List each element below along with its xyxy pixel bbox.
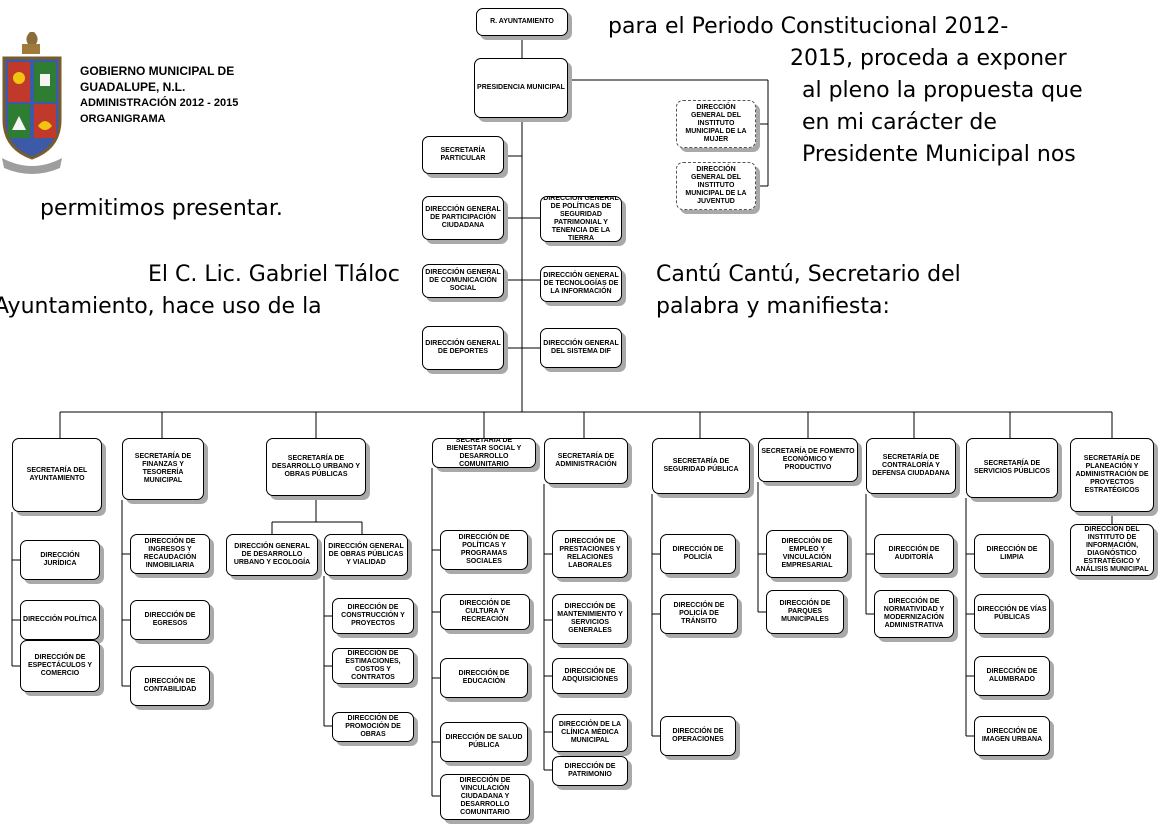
org-box-direccion: DIRECCIÓN POLÍTICA <box>20 600 100 640</box>
org-box-direccion: DIRECCIÓN DE VÍAS PÚBLICAS <box>974 594 1050 634</box>
body-text-line: en mi carácter de <box>802 110 997 135</box>
org-box-secretaria: SECRETARÍA DEL AYUNTAMIENTO <box>12 438 102 512</box>
org-box-secretaria-particular: SECRETARÍA PARTICULAR <box>422 136 504 174</box>
org-box-direccion: DIRECCIÓN DE ESPECTÁCULOS Y COMERCIO <box>20 640 100 692</box>
org-box-politicas-seguridad-patrimonial: DIRECCIÓN GENERAL DE POLÍTICAS DE SEGURI… <box>540 196 622 242</box>
org-box-direccion: DIRECCIÓN DE MANTENIMIENTO Y SERVICIOS G… <box>552 594 628 644</box>
org-box-direccion: DIRECCIÓN DE IMAGEN URBANA <box>974 716 1050 756</box>
org-box-direccion: DIRECCIÓN DE ALUMBRADO <box>974 656 1050 696</box>
org-box-direccion: DIRECCIÓN DE POLICÍA <box>660 534 736 574</box>
org-box-direccion: DIRECCIÓN DE EMPLEO Y VINCULACIÓN EMPRES… <box>766 530 848 578</box>
org-box-direccion: DIRECCIÓN DE CONSTRUCCIÓN Y PROYECTOS <box>332 598 414 634</box>
body-text-line: El C. Lic. Gabriel Tláloc <box>148 262 400 287</box>
header-line-4: Organigrama <box>80 113 166 125</box>
body-text-line: Ayuntamiento, hace uso de la <box>0 294 322 319</box>
org-box-direccion: DIRECCIÓN DE ESTIMACIONES, COSTOS Y CONT… <box>332 648 414 684</box>
org-box-secretaria: SECRETARÍA DE CONTRALORÍA Y DEFENSA CIUD… <box>866 438 956 494</box>
org-box-direccion: DIRECCIÓN DE LIMPIA <box>974 534 1050 574</box>
body-text-line: 2015, proceda a exponer <box>790 46 1067 71</box>
org-box-secretaria: SECRETARÍA DE FOMENTO ECONÓMICO Y PRODUC… <box>758 438 858 482</box>
org-box-instituto-mujer: DIRECCIÓN GENERAL DEL INSTITUTO MUNICIPA… <box>676 100 756 148</box>
body-text-line: permitimos presentar. <box>40 196 283 221</box>
org-box-ayuntamiento: R. AYUNTAMIENTO <box>476 8 568 36</box>
body-text-line: al pleno la propuesta que <box>802 78 1083 103</box>
header-line-1: GOBIERNO MUNICIPAL DE <box>80 64 235 78</box>
org-box-secretaria: SECRETARÍA DE FINANZAS Y TESORERÍA MUNIC… <box>122 438 204 500</box>
org-box-direccion: DIRECCIÓN DEL INSTITUTO DE INFORMACIÓN, … <box>1070 524 1154 576</box>
org-box-direccion: DIRECCIÓN DE PRESTACIONES Y RELACIONES L… <box>552 530 628 578</box>
org-box-direccion: DIRECCIÓN DE POLÍTICAS Y PROGRAMAS SOCIA… <box>440 530 528 570</box>
org-box-secretaria: SECRETARÍA DE DESARROLLO URBANO Y OBRAS … <box>266 438 366 496</box>
org-box-direccion: DIRECCIÓN DE ADQUISICIONES <box>552 658 628 694</box>
org-box-participacion-ciudadana: DIRECCIÓN GENERAL DE PARTICIPACIÓN CIUDA… <box>422 196 504 240</box>
org-box-direccion: DIRECCIÓN JURÍDICA <box>20 540 100 580</box>
org-box-secretaria: SECRETARÍA DE SEGURIDAD PÚBLICA <box>652 438 750 494</box>
org-box-secretaria: SECRETARÍA DE PLANEACIÓN Y ADMINISTRACIÓ… <box>1070 438 1154 512</box>
body-text-line: para el Periodo Constitucional 2012- <box>608 14 1009 39</box>
body-text-line: palabra y manifiesta: <box>656 294 890 319</box>
org-box-sistema-dif: DIRECCIÓN GENERAL DEL SISTEMA DIF <box>540 328 622 368</box>
org-box-direccion: DIRECCIÓN DE PATRIMONIO <box>552 756 628 786</box>
org-box-direccion: DIRECCIÓN DE POLICÍA DE TRÁNSITO <box>660 594 738 634</box>
coat-of-arms-logo <box>2 32 62 174</box>
org-box-direccion: DIRECCIÓN DE SALUD PÚBLICA <box>440 722 528 762</box>
org-box-direccion: DIRECCIÓN DE INGRESOS Y RECAUDACIÓN INMO… <box>130 534 210 574</box>
body-text-line: Presidente Municipal nos <box>802 142 1076 167</box>
org-box-presidencia: PRESIDENCIA MUNICIPAL <box>474 58 568 118</box>
org-box-direccion: DIRECCIÓN DE PARQUES MUNICIPALES <box>766 590 844 634</box>
org-box-secretaria: SECRETARÍA DE SERVICIOS PÚBLICOS <box>966 438 1058 498</box>
org-box-direccion: DIRECCIÓN DE EDUCACIÓN <box>440 658 528 698</box>
org-box-direccion: DIRECCIÓN DE AUDITORÍA <box>874 534 954 574</box>
body-text-line: Cantú Cantú, Secretario del <box>656 262 961 287</box>
org-box-direccion: DIRECCIÓN DE LA CLÍNICA MÉDICA MUNICIPAL <box>552 714 628 752</box>
org-box-direccion: DIRECCIÓN DE EGRESOS <box>130 600 210 640</box>
org-box-direccion-general: DIRECCIÓN GENERAL DE DESARROLLO URBANO Y… <box>226 534 318 576</box>
org-box-direccion: DIRECCIÓN DE NORMATIVIDAD Y MODERNIZACIÓ… <box>874 590 954 638</box>
org-box-secretaria: SECRETARÍA DE BIENESTAR SOCIAL Y DESARRO… <box>432 438 536 468</box>
municipal-header: GOBIERNO MUNICIPAL DE GUADALUPE, N.L. Ad… <box>0 30 300 200</box>
org-box-secretaria: SECRETARÍA DE ADMINISTRACIÓN <box>544 438 628 484</box>
header-line-2: GUADALUPE, N.L. <box>80 80 186 94</box>
org-box-direccion: DIRECCIÓN DE CONTABILIDAD <box>130 666 210 706</box>
org-box-direccion: DIRECCIÓN DE PROMOCIÓN DE OBRAS <box>332 712 414 742</box>
org-box-deportes: DIRECCIÓN GENERAL DE DEPORTES <box>422 326 504 370</box>
org-box-direccion: DIRECCIÓN DE OPERACIONES <box>660 716 736 756</box>
org-box-comunicacion-social: DIRECCIÓN GENERAL DE COMUNICACIÓN SOCIAL <box>422 264 504 298</box>
org-box-tecnologias-informacion: DIRECCIÓN GENERAL DE TECNOLOGÍAS DE LA I… <box>540 266 622 302</box>
header-line-3: Administración 2012 - 2015 <box>80 97 239 109</box>
org-box-direccion: DIRECCIÓN DE VINCULACIÓN CIUDADANA Y DES… <box>440 774 530 820</box>
org-box-direccion: DIRECCIÓN DE CULTURA Y RECREACIÓN <box>440 594 530 630</box>
org-box-direccion-general: DIRECCIÓN GENERAL DE OBRAS PÚBLICAS Y VI… <box>324 534 408 576</box>
org-box-instituto-juventud: DIRECCIÓN GENERAL DEL INSTITUTO MUNICIPA… <box>676 162 756 210</box>
